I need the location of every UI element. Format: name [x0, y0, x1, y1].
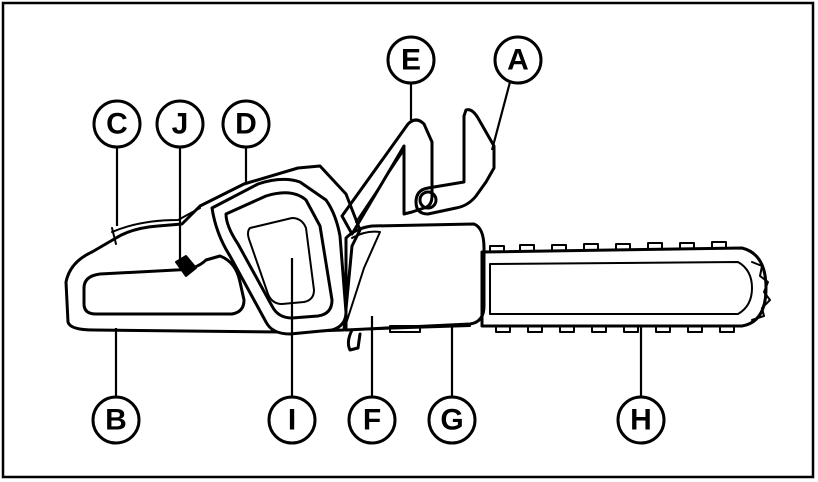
callout-label-D: D — [235, 108, 257, 141]
callout-B: B — [91, 395, 141, 445]
callout-J: J — [155, 99, 205, 149]
battery-pack — [210, 177, 348, 336]
callout-label-F: F — [363, 404, 381, 437]
callout-I: I — [267, 395, 317, 445]
callout-label-C: C — [106, 108, 128, 141]
front-handle — [340, 118, 434, 236]
callout-D: D — [221, 99, 271, 149]
callout-label-E: E — [401, 44, 421, 77]
leader-lines — [114, 81, 643, 398]
callout-H: H — [616, 395, 666, 445]
callout-label-B: B — [105, 404, 127, 437]
callout-label-J: J — [172, 108, 189, 141]
leader-A — [490, 81, 512, 151]
callout-label-H: H — [630, 404, 652, 437]
callout-G: G — [427, 395, 477, 445]
callout-F: F — [347, 395, 397, 445]
callout-A: A — [493, 35, 543, 85]
guide-bar-and-chain — [480, 241, 771, 333]
callout-label-G: G — [440, 404, 463, 437]
callout-label-I: I — [288, 404, 296, 437]
motor-housing — [343, 108, 496, 352]
callout-label-A: A — [507, 44, 529, 77]
callout-C: C — [92, 99, 142, 149]
callout-E: E — [386, 35, 436, 85]
